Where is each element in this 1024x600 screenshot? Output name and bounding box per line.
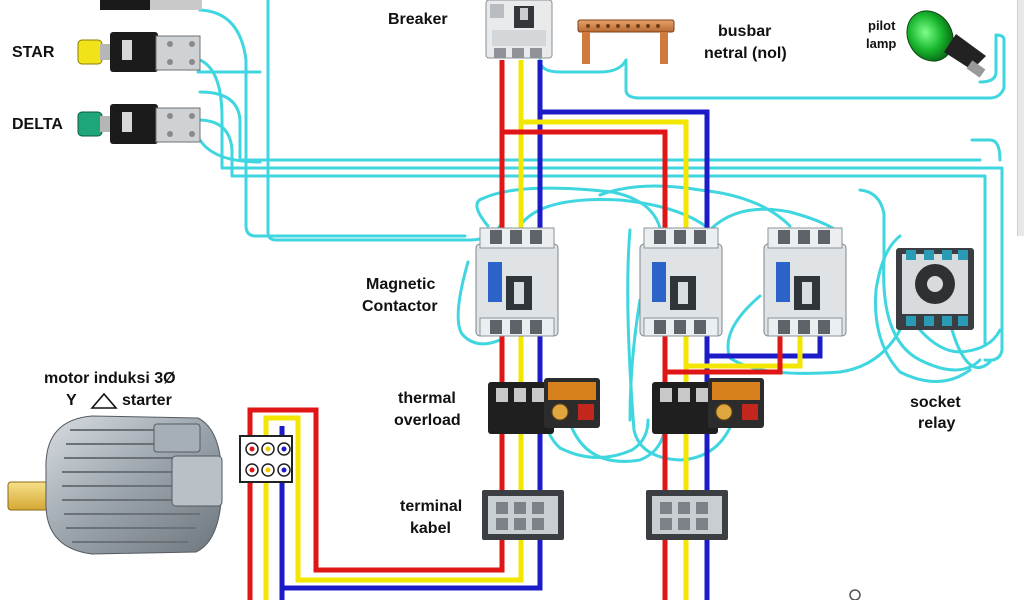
terminal-block-2[interactable] xyxy=(646,490,728,540)
zoom-icon[interactable] xyxy=(849,589,861,600)
motor-icon xyxy=(7,415,223,555)
thermal-label-2: overload xyxy=(394,412,461,429)
contactor-label-2: Contactor xyxy=(362,298,438,315)
terminal-label-2: kabel xyxy=(410,520,451,537)
breaker-icon[interactable] xyxy=(485,0,553,59)
motor-label-y: Y xyxy=(66,392,77,409)
thermal-label: thermal xyxy=(398,390,456,407)
breaker-label: Breaker xyxy=(388,11,448,28)
pilot-lamp-icon xyxy=(906,10,986,78)
delta-label: DELTA xyxy=(12,116,63,133)
triangle-icon xyxy=(90,392,118,409)
star-label: STAR xyxy=(12,44,55,61)
contactor-3[interactable] xyxy=(763,227,847,337)
motor-label: motor induksi 3Ø xyxy=(44,370,176,387)
pilot-label-2: lamp xyxy=(866,36,897,51)
thermal-overload-2[interactable] xyxy=(652,378,764,434)
contactor-2[interactable] xyxy=(639,227,723,337)
busbar-label: busbar xyxy=(718,23,772,40)
socket-label: socket xyxy=(910,394,961,411)
terminal-block-1[interactable] xyxy=(482,490,564,540)
socket-label-2: relay xyxy=(918,415,956,432)
motor-label-starter: starter xyxy=(122,392,172,409)
contactor-1[interactable] xyxy=(475,227,559,337)
terminal-label: terminal xyxy=(400,498,463,515)
scrollbar[interactable] xyxy=(1017,0,1024,236)
socket-relay-icon[interactable] xyxy=(896,248,974,330)
push-button-star[interactable] xyxy=(77,32,201,72)
push-button-top[interactable] xyxy=(100,0,202,10)
thermal-overload-1[interactable] xyxy=(488,378,600,434)
push-button-delta[interactable] xyxy=(77,104,201,144)
busbar-icon xyxy=(577,19,675,64)
busbar-label-2: netral (nol) xyxy=(704,45,787,62)
control-wires xyxy=(196,0,1006,463)
motor-terminal-box-icon xyxy=(239,435,293,483)
contactor-label: Magnetic xyxy=(366,276,436,293)
pilot-label: pilot xyxy=(868,18,896,33)
